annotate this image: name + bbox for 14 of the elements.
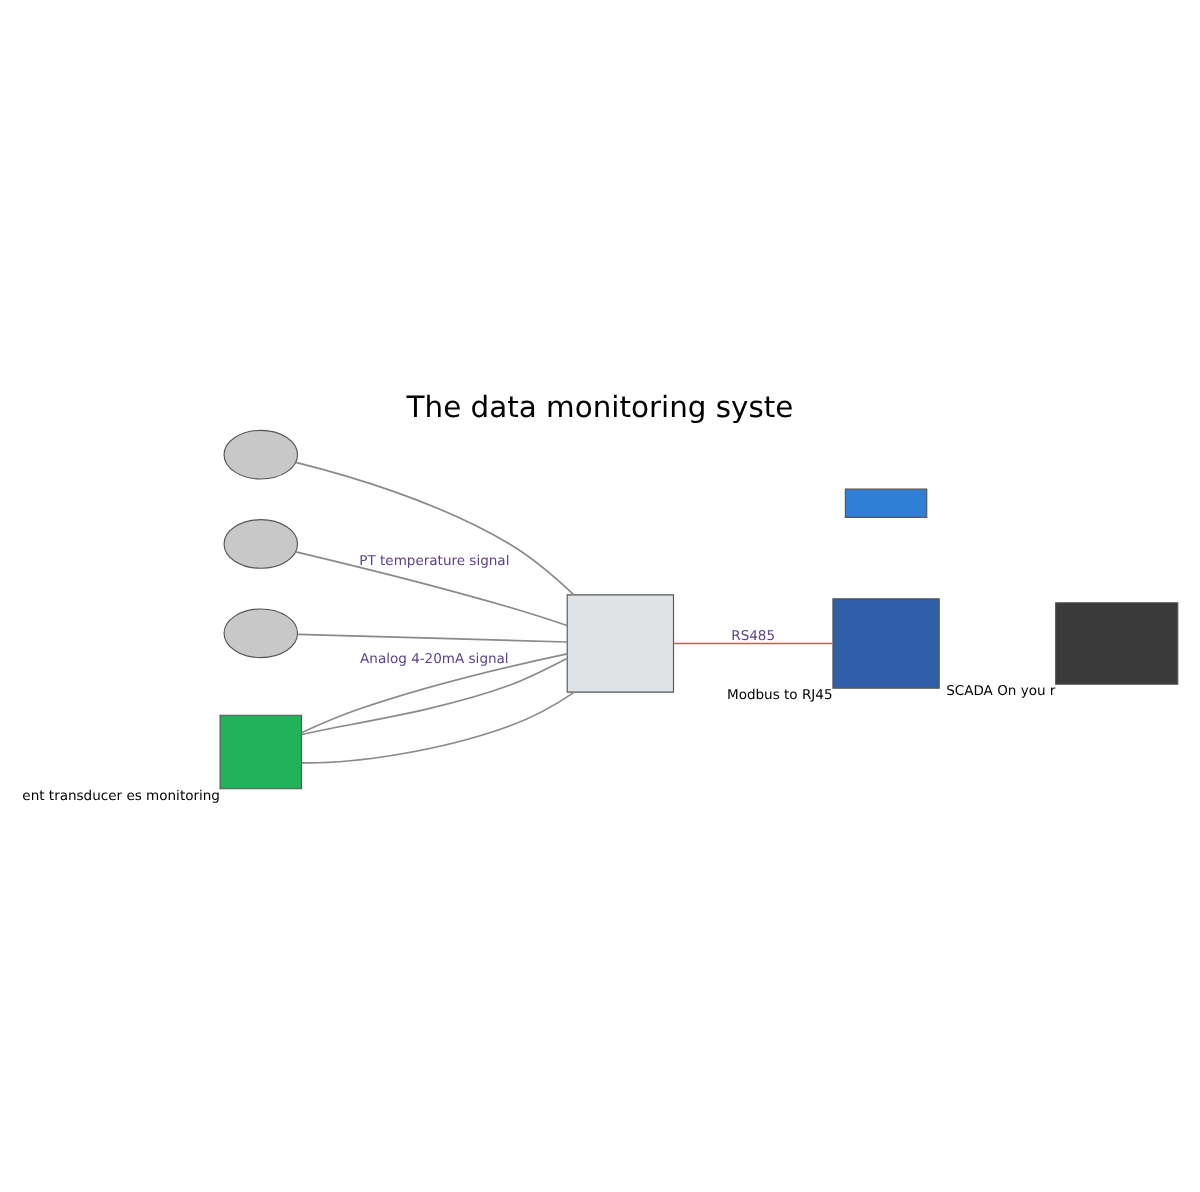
connector: [672, 642, 834, 645]
node-box: [1055, 602, 1179, 685]
node-circle: [223, 429, 299, 480]
connector: [300, 691, 576, 764]
node-circle: [223, 608, 299, 659]
node-bar: [844, 488, 928, 518]
node-box: [219, 714, 303, 790]
node-box: [566, 594, 675, 693]
connector: [296, 633, 568, 643]
node-box: [832, 598, 940, 689]
connector: [294, 461, 575, 596]
diagram-title: The data monitoring syste: [406, 390, 794, 425]
node-circle: [223, 519, 299, 569]
connector: [294, 551, 568, 627]
